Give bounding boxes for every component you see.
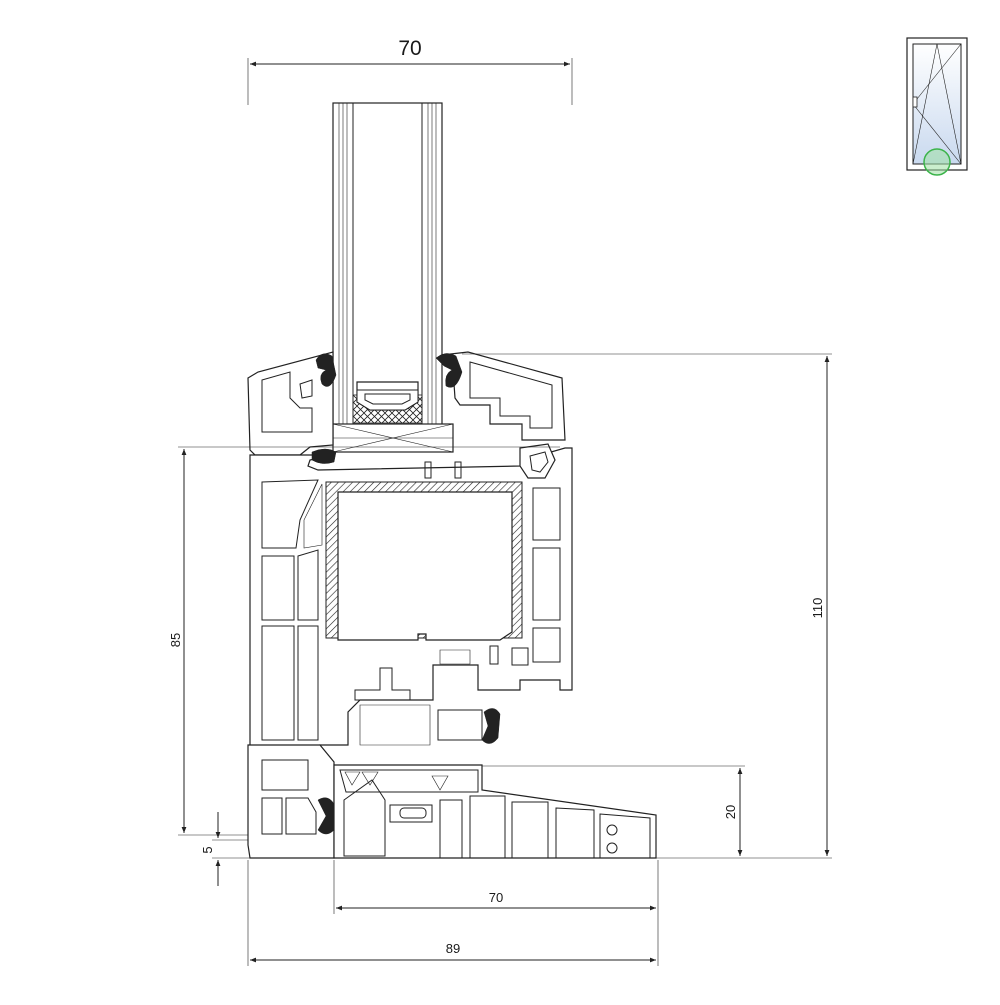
dimension-overall-depth: 89 [247, 860, 656, 966]
tilt-turn-window-icon [906, 37, 968, 176]
dimension-label-frame-depth: 70 [489, 890, 503, 905]
glazing-unit [332, 102, 443, 429]
dimension-glazing-width: 70 [247, 37, 573, 105]
dimension-sill-height: 20 [482, 765, 745, 856]
dimension-offset: 5 [200, 812, 334, 886]
setting-block [332, 423, 454, 453]
dimension-label-total-height: 110 [810, 598, 825, 619]
gaskets [311, 353, 501, 835]
dimension-label-sash-height: 85 [168, 633, 183, 647]
dimension-label-glazing-width: 70 [398, 37, 421, 60]
dimension-sash-height: 85 [168, 449, 248, 836]
dimension-label-overall-depth: 89 [446, 941, 460, 956]
dimension-total-height: 110 [462, 353, 832, 859]
dimension-label-sill-height: 20 [723, 805, 738, 819]
dimension-frame-depth: 70 [333, 860, 659, 966]
sash-profile [247, 351, 573, 761]
green-circle-marker [923, 148, 951, 176]
frame-profile [247, 744, 657, 859]
dimension-label-offset: 5 [200, 846, 215, 853]
